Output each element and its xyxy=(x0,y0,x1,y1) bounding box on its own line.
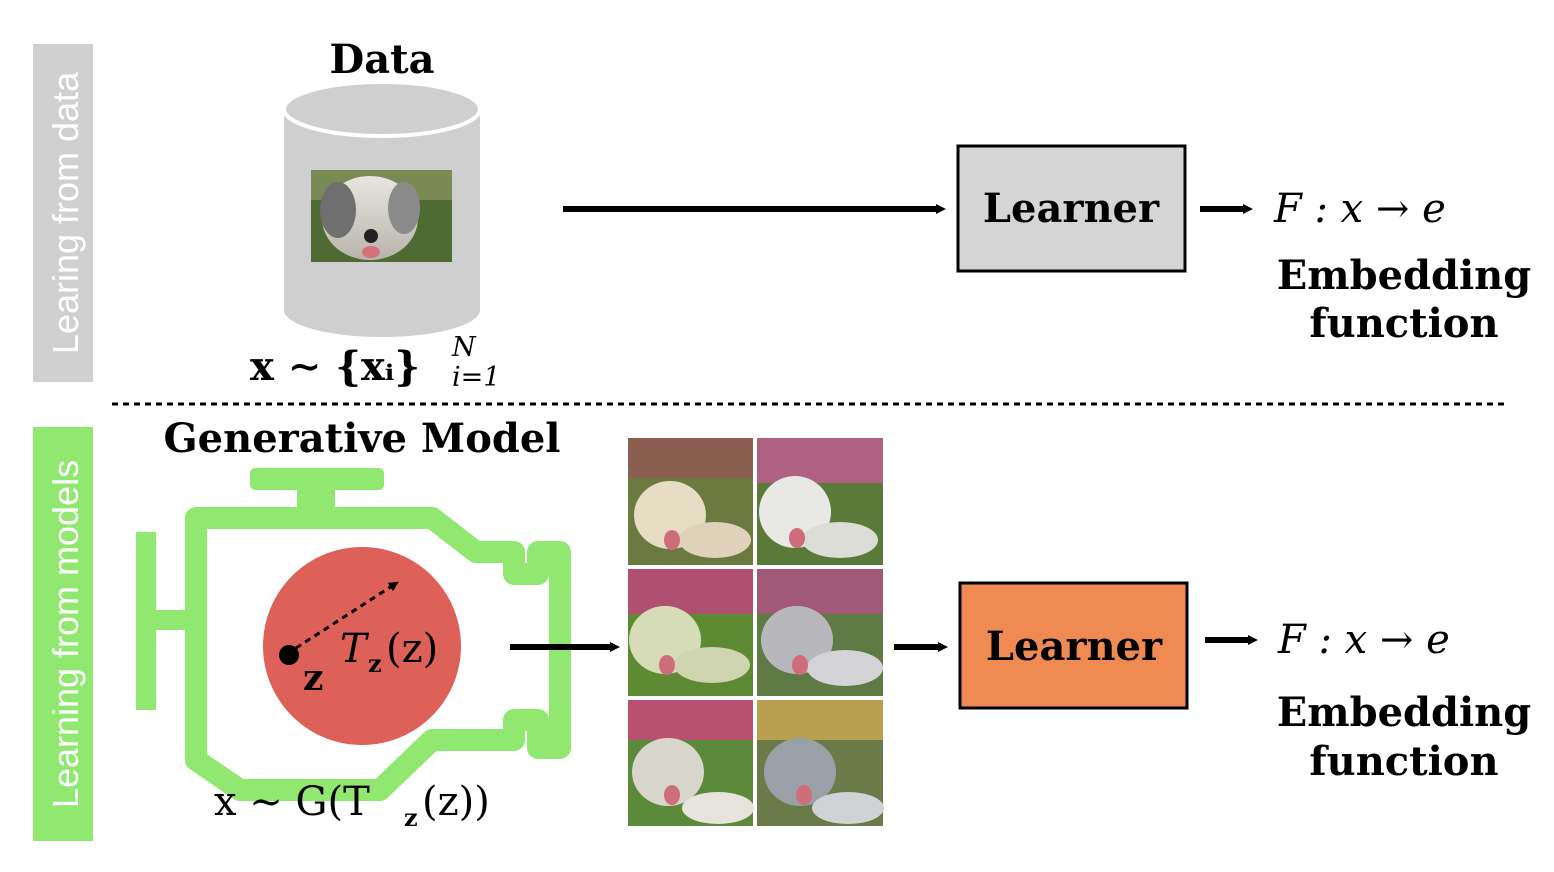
generated-sample xyxy=(757,569,883,696)
generated-sample xyxy=(757,700,884,826)
side-label-top-text: Learing from data xyxy=(45,71,86,354)
transform-sub: z xyxy=(368,649,382,678)
data-sample-image xyxy=(311,170,452,262)
transform-arg: (z) xyxy=(386,626,438,672)
generated-sample xyxy=(628,700,754,826)
model-formula-tail: (z)) xyxy=(422,779,490,825)
model-distribution-formula: x ∼ G(T z (z)) xyxy=(214,779,490,832)
generated-sample xyxy=(628,569,753,696)
engine-icon xyxy=(136,468,571,801)
latent-space-circle: z T z (z) xyxy=(263,547,461,745)
model-formula-main: x ∼ G(T xyxy=(214,779,370,825)
data-formula-sup: N xyxy=(451,332,477,363)
side-label-bottom: Learning from models xyxy=(33,427,93,841)
learner-label-bottom: Learner xyxy=(986,623,1163,670)
embedding-label-bottom-line1: Embedding xyxy=(1277,689,1531,736)
embedding-label-top-line1: Embedding xyxy=(1277,252,1531,299)
data-title: Data xyxy=(330,36,435,83)
embedding-formula-bottom: F : x → e xyxy=(1277,617,1450,663)
transform-label: T xyxy=(340,626,370,672)
latent-z-label: z xyxy=(303,657,323,699)
side-label-bottom-text: Learning from models xyxy=(45,460,86,808)
learner-box-bottom: Learner xyxy=(958,581,1189,710)
latent-point-icon xyxy=(279,645,299,665)
generated-sample xyxy=(757,438,883,565)
side-label-top: Learing from data xyxy=(33,44,93,382)
data-distribution-formula: x ∼ {xᵢ} N i=1 xyxy=(250,332,500,393)
learner-box-top: Learner xyxy=(956,144,1187,273)
embedding-formula-top: F : x → e xyxy=(1273,186,1446,232)
generative-model-title: Generative Model xyxy=(164,415,561,462)
embedding-label-top-line2: function xyxy=(1309,300,1498,347)
generated-samples-grid xyxy=(628,438,884,826)
model-formula-sub: z xyxy=(404,803,418,832)
data-formula-main: x ∼ {xᵢ} xyxy=(250,343,420,390)
generated-sample xyxy=(628,438,753,565)
embedding-label-bottom-line2: function xyxy=(1309,738,1498,785)
data-formula-sub: i=1 xyxy=(452,362,500,393)
learner-label-top: Learner xyxy=(983,185,1160,232)
